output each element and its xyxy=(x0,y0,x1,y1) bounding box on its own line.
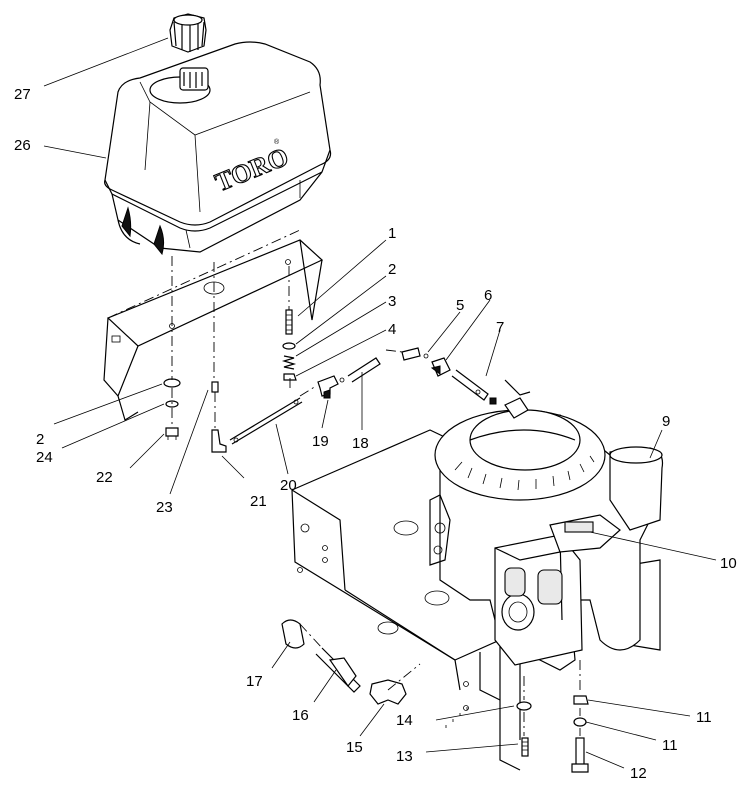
callout-16: 16 xyxy=(292,707,309,724)
tank-mount-plate xyxy=(103,239,324,421)
callout-11-washer: 11 xyxy=(662,737,678,754)
callout-27: 27 xyxy=(14,86,31,103)
washer-14 xyxy=(516,701,532,711)
callout-14: 14 xyxy=(396,712,413,729)
callout-13: 13 xyxy=(396,748,413,765)
callout-26: 26 xyxy=(14,137,31,154)
engine xyxy=(429,379,664,671)
assembly-lines xyxy=(107,229,581,736)
fuel-tank: TORO ® xyxy=(104,41,332,256)
callout-2-top: 2 xyxy=(388,261,396,278)
callout-5: 5 xyxy=(456,297,464,314)
callout-1: 1 xyxy=(388,225,396,242)
callout-4: 4 xyxy=(388,321,396,338)
callout-2-left: 2 xyxy=(36,431,44,448)
fuel-cap xyxy=(169,13,209,91)
callout-15: 15 xyxy=(346,739,363,756)
bolt-13 xyxy=(521,737,529,757)
callout-24: 24 xyxy=(36,449,53,466)
callout-17: 17 xyxy=(246,673,263,690)
callout-12: 12 xyxy=(630,765,647,782)
callout-19: 19 xyxy=(312,433,329,450)
nut-11 xyxy=(573,695,589,705)
hose-clamp xyxy=(401,347,421,361)
callout-21: 21 xyxy=(250,493,267,510)
bolt-12 xyxy=(575,737,585,767)
callout-labels: 27 26 1 2 3 4 5 6 7 9 2 24 22 23 21 20 1… xyxy=(14,86,737,782)
washer xyxy=(282,342,296,350)
callout-20: 20 xyxy=(280,477,297,494)
standoff xyxy=(211,381,219,393)
leader-lines xyxy=(43,37,717,769)
bolt-22 xyxy=(165,427,179,437)
washer-11 xyxy=(573,717,587,727)
svg-text:®: ® xyxy=(274,138,280,146)
elbow-15 xyxy=(369,679,407,705)
spring xyxy=(281,355,297,370)
callout-11-nut: 11 xyxy=(696,709,712,726)
callout-18: 18 xyxy=(352,435,369,452)
callout-7: 7 xyxy=(496,319,504,336)
nut xyxy=(283,373,297,381)
callout-6: 6 xyxy=(484,287,492,304)
washer-left xyxy=(163,378,181,388)
hose-7 xyxy=(451,369,489,401)
hose-18 xyxy=(347,357,381,383)
elbow-fitting xyxy=(211,429,227,453)
callout-23: 23 xyxy=(156,499,173,516)
callout-10: 10 xyxy=(720,555,737,572)
callout-3: 3 xyxy=(388,293,396,310)
hose-cap xyxy=(281,619,305,649)
fuel-line-20 xyxy=(229,397,301,441)
callout-9: 9 xyxy=(662,413,670,430)
callout-22: 22 xyxy=(96,469,113,486)
